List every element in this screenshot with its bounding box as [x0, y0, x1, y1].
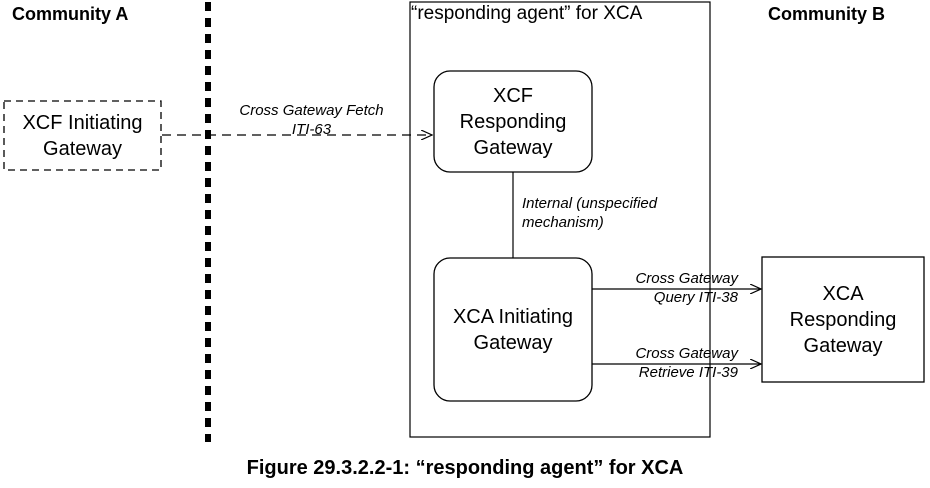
xca-responding-outline: [761, 256, 925, 383]
retrieve-label: Cross Gateway Retrieve ITI-39: [635, 345, 738, 381]
responding-agent-container: [409, 1, 711, 438]
internal-label: Internal (unspecified mechanism): [522, 195, 658, 231]
xcf-responding-gateway-label: XCF Responding Gateway: [459, 84, 567, 159]
xcf-responding-outline: [433, 70, 593, 173]
community-b-label: Community B: [768, 4, 885, 24]
fetch-label: Cross Gateway Fetch ITI-63: [239, 102, 384, 138]
xcf-responding-gateway: XCF Responding Gateway: [434, 71, 592, 172]
responding-agent-title: “responding agent” for XCA: [411, 3, 643, 24]
xcf-initiating-gateway: XCF Initiating Gateway: [4, 101, 161, 170]
xcf-initiating-gateway-label: XCF Initiating Gateway: [22, 111, 143, 160]
xca-initiating-outline: [433, 257, 593, 402]
community-a-label: Community A: [12, 4, 129, 24]
xca-initiating-gateway: XCA Initiating Gateway: [434, 258, 592, 401]
xca-responding-gateway: XCA Responding Gateway: [762, 257, 924, 382]
figure-caption: Figure 29.3.2.2-1: “responding agent” fo…: [246, 457, 684, 479]
xcf-initiating-outline: [3, 100, 162, 171]
xca-initiating-gateway-label: XCA Initiating Gateway: [452, 305, 574, 354]
xca-responding-gateway-label: XCA Responding Gateway: [789, 282, 897, 357]
query-label: Cross Gateway Query ITI-38: [635, 270, 738, 306]
